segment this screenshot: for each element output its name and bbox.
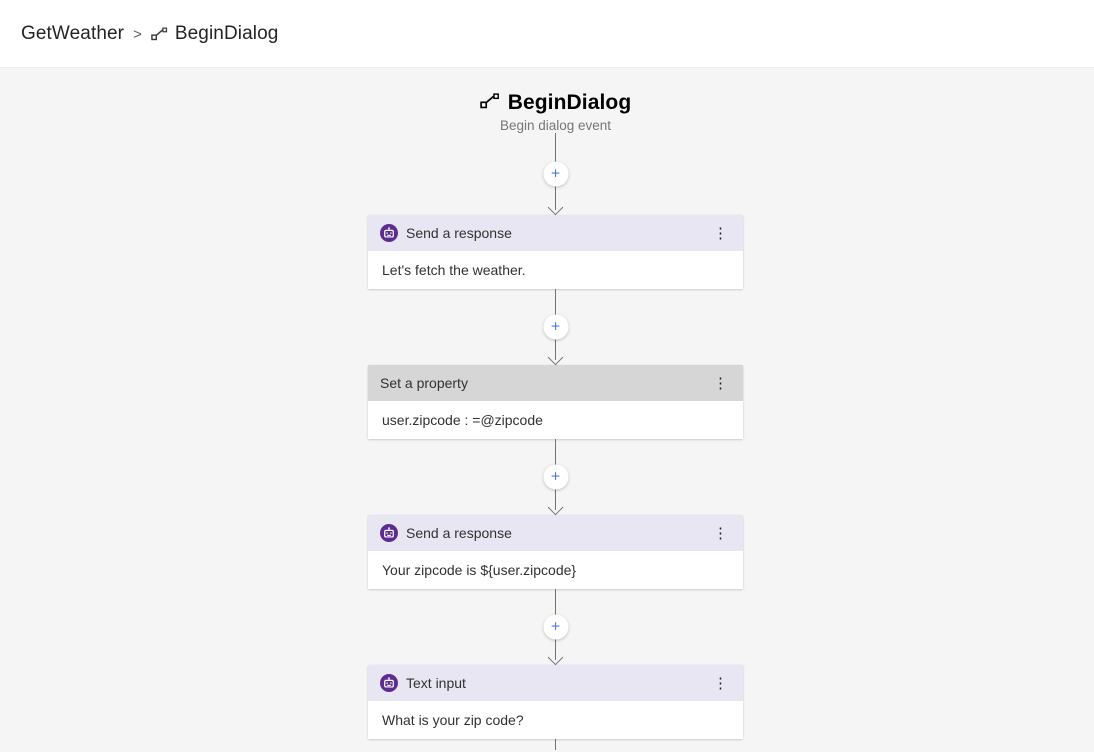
card-title: Set a property bbox=[380, 375, 468, 391]
flow-connector: + bbox=[368, 589, 743, 666]
card-menu-button[interactable]: ⋮ bbox=[708, 524, 733, 543]
arrow-down-icon bbox=[547, 649, 564, 666]
card-body-text: Your zipcode is ${user.zipcode} bbox=[368, 551, 743, 589]
card-menu-button[interactable]: ⋮ bbox=[708, 224, 733, 243]
card-title: Send a response bbox=[406, 225, 512, 241]
bot-icon bbox=[380, 524, 398, 542]
trigger-icon bbox=[479, 92, 500, 114]
card-title: Send a response bbox=[406, 525, 512, 541]
add-step-button[interactable]: + bbox=[543, 161, 568, 187]
arrow-down-icon bbox=[547, 199, 564, 216]
card-menu-button[interactable]: ⋮ bbox=[708, 674, 733, 693]
flow-subtitle: Begin dialog event bbox=[499, 118, 612, 133]
breadcrumb: GetWeather > BeginDialog bbox=[21, 23, 278, 45]
add-step-button[interactable]: + bbox=[543, 614, 568, 640]
action-card-set-property[interactable]: Set a property ⋮ user.zipcode : =@zipcod… bbox=[368, 365, 743, 439]
flow-connector: + bbox=[368, 133, 743, 216]
card-header: Send a response ⋮ bbox=[368, 515, 743, 551]
arrow-down-icon bbox=[547, 499, 564, 516]
bot-icon bbox=[380, 224, 398, 242]
card-title: Text input bbox=[406, 675, 466, 691]
card-body-text: Let's fetch the weather. bbox=[368, 251, 743, 289]
flow-connector: + bbox=[368, 439, 743, 516]
breadcrumb-item-begindialog[interactable]: BeginDialog bbox=[174, 22, 279, 44]
breadcrumb-item-getweather[interactable]: GetWeather bbox=[21, 22, 125, 44]
trigger-node-begindialog[interactable]: BeginDialog Begin dialog event bbox=[368, 68, 743, 133]
action-card-send-response-2[interactable]: Send a response ⋮ Your zipcode is ${user… bbox=[368, 515, 743, 589]
card-header: Text input ⋮ bbox=[368, 665, 743, 701]
card-menu-button[interactable]: ⋮ bbox=[708, 374, 733, 393]
trigger-icon bbox=[151, 27, 168, 41]
dialog-flow: BeginDialog Begin dialog event + bbox=[368, 68, 743, 750]
card-header: Set a property ⋮ bbox=[368, 365, 743, 401]
bot-icon bbox=[380, 674, 398, 692]
add-step-button[interactable]: + bbox=[543, 464, 568, 490]
card-header: Send a response ⋮ bbox=[368, 215, 743, 251]
action-card-text-input[interactable]: Text input ⋮ What is your zip code? bbox=[368, 665, 743, 739]
arrow-down-icon bbox=[547, 349, 564, 366]
flow-connector: + bbox=[368, 289, 743, 366]
flow-canvas[interactable]: BeginDialog Begin dialog event + bbox=[0, 68, 1094, 752]
card-body-text: user.zipcode : =@zipcode bbox=[368, 401, 743, 439]
card-body-text: What is your zip code? bbox=[368, 701, 743, 739]
breadcrumb-separator-icon: > bbox=[133, 26, 142, 43]
connector-line bbox=[554, 739, 557, 750]
add-step-button[interactable]: + bbox=[543, 314, 568, 340]
action-card-send-response-1[interactable]: Send a response ⋮ Let's fetch the weathe… bbox=[368, 215, 743, 289]
breadcrumb-bar: GetWeather > BeginDialog bbox=[0, 0, 1094, 68]
flow-connector bbox=[368, 739, 743, 750]
flow-title: BeginDialog bbox=[507, 91, 632, 114]
